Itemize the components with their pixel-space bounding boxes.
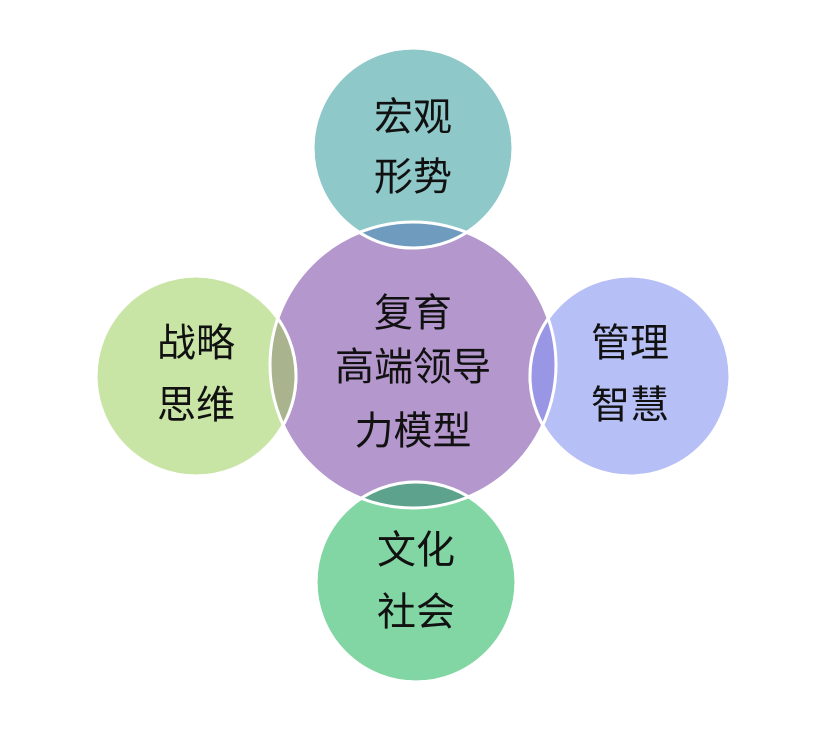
- left-label-line-2: 思维: [157, 384, 235, 429]
- center-label-line-2: 高端领导: [335, 346, 491, 391]
- top-label-line-2: 形势: [374, 156, 452, 201]
- center-outline: [268, 220, 558, 510]
- top-outline: [311, 46, 515, 250]
- left-outline: [94, 274, 298, 478]
- right-outline: [528, 274, 732, 478]
- top-label-line-1: 宏观: [374, 96, 452, 141]
- right-label-line-1: 管理: [591, 322, 669, 367]
- bottom-label-line-2: 社会: [377, 591, 455, 636]
- bottom-outline: [314, 480, 518, 684]
- center-label-line-3: 力模型: [354, 410, 471, 455]
- center-label-line-1: 复育: [374, 292, 452, 337]
- bottom-label-line-1: 文化: [377, 529, 455, 574]
- left-label-line-1: 战略: [157, 322, 235, 367]
- right-label-line-2: 智慧: [591, 384, 669, 429]
